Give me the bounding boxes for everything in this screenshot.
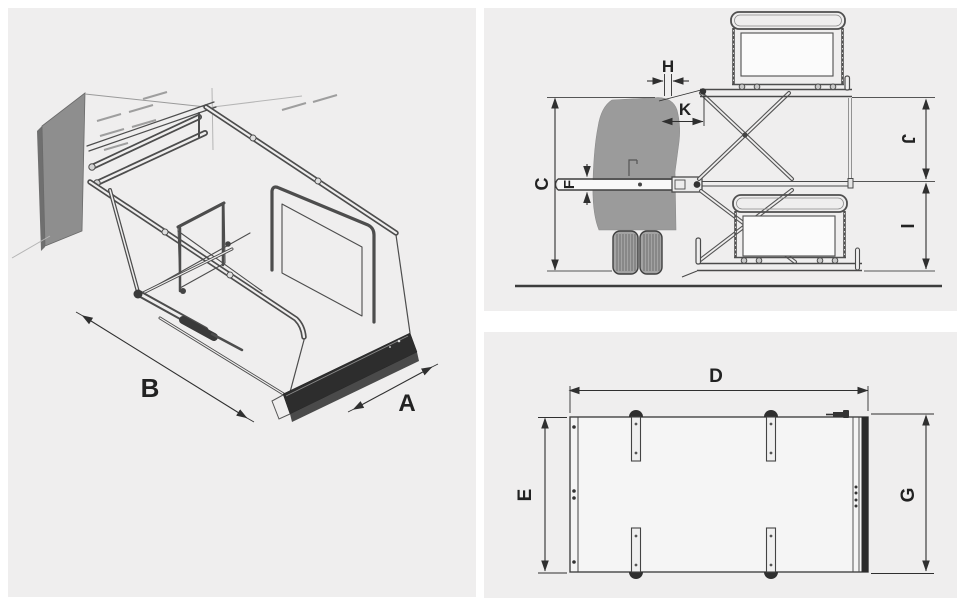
background-edge-lines (11, 87, 303, 259)
wall-plate (37, 92, 86, 251)
side-view-drawing: C F H K J I (515, 11, 942, 288)
dim-label-b: B (141, 373, 160, 403)
isometric-drawing: B A (11, 87, 439, 423)
main-rails (87, 104, 399, 340)
dim-label-k: K (679, 100, 692, 119)
platform-lip-bar (861, 417, 869, 572)
dim-label-g: G (898, 488, 919, 503)
cart-bottom (732, 194, 848, 264)
side-view-panel: C F H K J I (484, 8, 957, 311)
dim-label-a: A (398, 390, 415, 417)
side-dimensions (551, 74, 930, 271)
mount-assembly (86, 101, 217, 187)
dim-label-i: I (897, 223, 917, 228)
plan-view-panel: D E G (484, 332, 957, 598)
hinges (629, 410, 778, 579)
dim-label-c: C (532, 178, 552, 191)
dim-label-e: E (515, 489, 536, 502)
platform-raised (699, 75, 852, 98)
truck-wheels (612, 230, 663, 275)
dim-label-d: D (709, 366, 723, 387)
motion-dashes (96, 91, 338, 151)
plan-view-drawing: D E G (515, 366, 934, 579)
stowed-platform-bar (554, 159, 854, 193)
scissor-arms-upper (697, 91, 794, 181)
cart-top (730, 11, 846, 91)
isometric-view-panel: B A (8, 8, 476, 597)
iso-dimensions (75, 311, 439, 423)
platform-outline (569, 410, 869, 573)
side-guards (135, 185, 376, 324)
corner-latch (826, 410, 849, 418)
dim-label-j: J (898, 134, 918, 144)
plan-dimensions (538, 386, 934, 574)
dim-label-h: H (662, 57, 674, 76)
truck-body (592, 97, 680, 275)
reference-lines (547, 96, 935, 272)
dim-label-f: F (561, 180, 578, 189)
